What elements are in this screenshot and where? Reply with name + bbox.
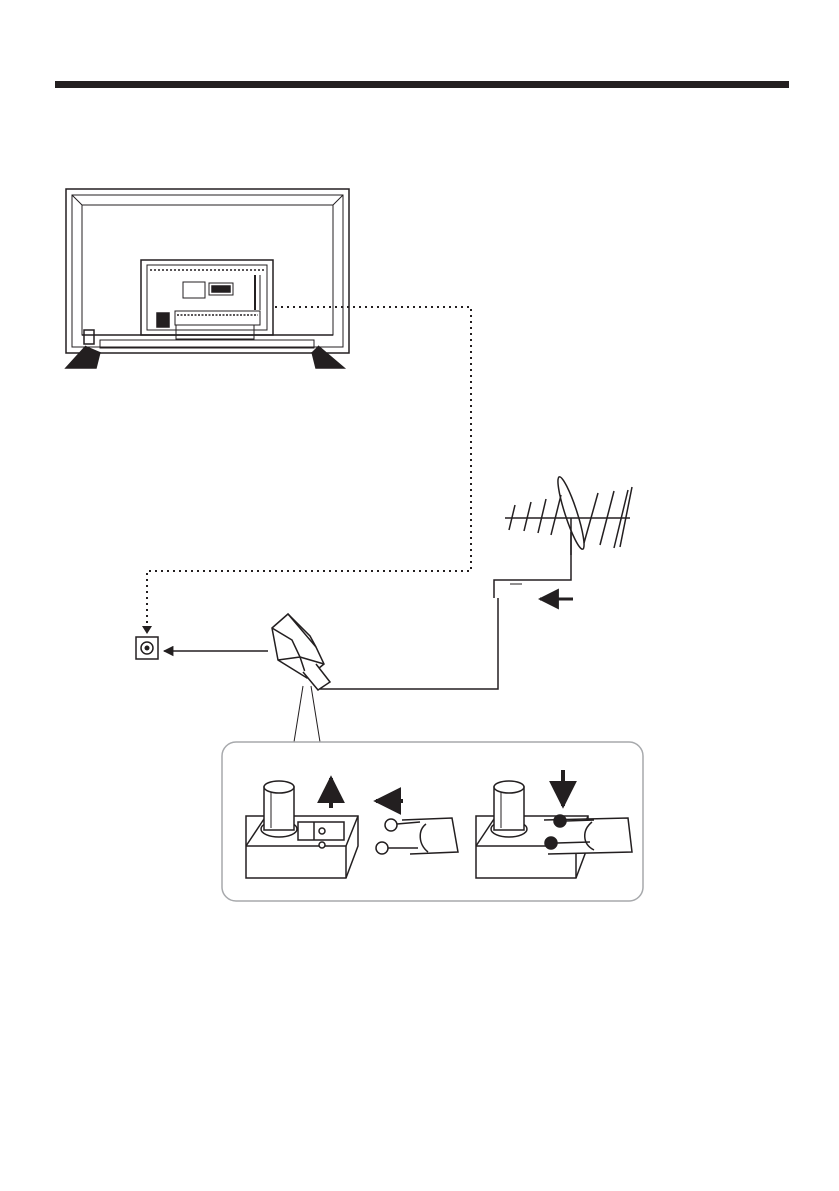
tv-io-strip	[175, 311, 260, 325]
detail-inset	[222, 742, 643, 901]
antenna-cable	[320, 598, 498, 689]
dotted-connection-line	[147, 307, 471, 630]
header-rule	[55, 81, 789, 88]
tv-rear-view	[66, 189, 349, 368]
matching-transformer	[272, 614, 330, 690]
tv-port-a	[183, 282, 205, 298]
antenna-lead	[494, 532, 571, 598]
arrow-down-icon	[142, 626, 152, 634]
tv-antenna-socket	[136, 637, 158, 659]
callout-leader-right	[311, 686, 320, 742]
callout-leader-left	[294, 686, 303, 742]
antenna	[505, 475, 632, 555]
